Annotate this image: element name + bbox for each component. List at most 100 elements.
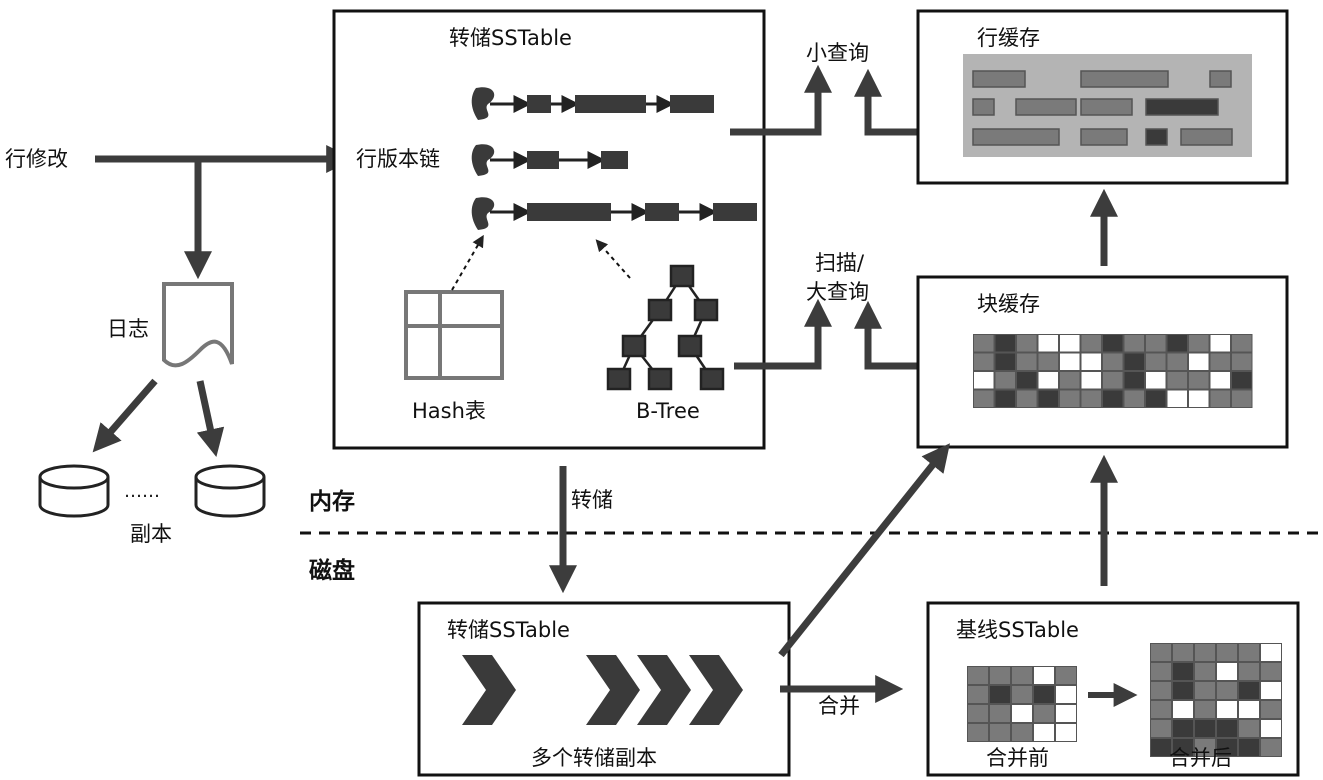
grid-cell [1012, 686, 1032, 703]
grid-cell [990, 705, 1010, 722]
grid-cell [1151, 644, 1171, 661]
log-label: 日志 [107, 317, 149, 341]
small-query-label: 小查询 [806, 41, 869, 65]
grid-cell [1056, 724, 1076, 741]
grid-cell [1195, 739, 1215, 756]
after-merge-label: 合并后 [1169, 746, 1232, 770]
big-query-label: 大查询 [806, 280, 869, 304]
disk-dump-sstable-title: 转储SSTable [447, 618, 570, 642]
grid-cell [1261, 682, 1281, 699]
grid-cell [1034, 686, 1054, 703]
grid-cell [1261, 701, 1281, 718]
grid-cell [1034, 724, 1054, 741]
dump-copies-label: 多个转储副本 [531, 746, 657, 770]
row-head-shape [471, 144, 495, 176]
hash-index-pointer [451, 234, 484, 291]
grid-cell [1146, 390, 1166, 407]
merge-label: 合并 [818, 694, 860, 718]
grid-cell [1217, 739, 1237, 756]
scan-arrow-from-sstable [734, 298, 832, 370]
grid-cell [1017, 390, 1037, 407]
grid-cell [1195, 720, 1215, 737]
grid-cell [1232, 372, 1252, 389]
log-document-icon [162, 282, 234, 368]
grid-cell [1261, 663, 1281, 680]
grid-cell [1239, 739, 1259, 756]
grid-cell [1012, 667, 1032, 684]
grid-cell [1146, 353, 1166, 370]
grid-cell [1173, 682, 1193, 699]
grid-cell [1146, 372, 1166, 389]
grid-cell [1060, 335, 1080, 352]
grid-cell [1195, 644, 1215, 661]
version-block [601, 151, 628, 169]
grid-cell [1124, 335, 1144, 352]
grid-cell [1239, 663, 1259, 680]
version-block [527, 203, 611, 221]
grid-cell [1103, 372, 1123, 389]
replica-label: 副本 [130, 522, 172, 546]
grid-cell [968, 667, 988, 684]
grid-cell [1210, 390, 1230, 407]
grid-cell [1081, 353, 1101, 370]
grid-cell [990, 686, 1010, 703]
grid-cell [1017, 335, 1037, 352]
memory-dump-sstable-box [332, 9, 766, 450]
grid-cell [1060, 390, 1080, 407]
grid-cell [1195, 663, 1215, 680]
replica-disk-icon [194, 464, 266, 518]
grid-cell [1124, 353, 1144, 370]
baseline-sstable-title: 基线SSTable [956, 618, 1079, 642]
grid-cell [1217, 720, 1237, 737]
grid-cell [1239, 701, 1259, 718]
grid-cell [1261, 644, 1281, 661]
grid-cell [995, 335, 1015, 352]
grid-cell [1038, 335, 1058, 352]
grid-cell [1038, 353, 1058, 370]
grid-cell [995, 390, 1015, 407]
replica-arrow-left [92, 378, 158, 453]
memory-label: 内存 [309, 488, 355, 515]
hash-table-icon [404, 290, 504, 380]
dump-copy-chevrons [462, 655, 743, 725]
grid-cell [968, 686, 988, 703]
grid-cell [1195, 682, 1215, 699]
grid-cell [990, 667, 1010, 684]
grid-cell [995, 372, 1015, 389]
grid-cell [1232, 335, 1252, 352]
grid-cell [1173, 739, 1193, 756]
grid-cell [1195, 701, 1215, 718]
grid-cell [1038, 372, 1058, 389]
grid-cell [1167, 372, 1187, 389]
grid-cell [1034, 705, 1054, 722]
grid-cell [1146, 335, 1166, 352]
grid-cell [1081, 372, 1101, 389]
grid-cell [1167, 390, 1187, 407]
grid-cell [1060, 372, 1080, 389]
grid-cell [1210, 335, 1230, 352]
grid-cell [974, 335, 994, 352]
version-block [670, 95, 714, 113]
grid-cell [1103, 335, 1123, 352]
grid-cell [1210, 353, 1230, 370]
grid-cell [1239, 720, 1259, 737]
grid-cell [1151, 701, 1171, 718]
version-block [645, 203, 679, 221]
grid-cell [1173, 701, 1193, 718]
grid-cell [1232, 390, 1252, 407]
grid-cell [974, 390, 994, 407]
grid-cell [1217, 682, 1237, 699]
grid-cell [1189, 353, 1209, 370]
grid-cell [1151, 739, 1171, 756]
grid-cell [1103, 353, 1123, 370]
grid-cell [1012, 724, 1032, 741]
grid-cell [1189, 335, 1209, 352]
grid-cell [1151, 663, 1171, 680]
before-merge-label: 合并前 [986, 746, 1049, 770]
btree-index-pointer [595, 239, 631, 279]
block-cache-grid [973, 334, 1253, 408]
replica-dots: …… [124, 481, 160, 502]
grid-cell [1124, 390, 1144, 407]
grid-cell [1232, 353, 1252, 370]
